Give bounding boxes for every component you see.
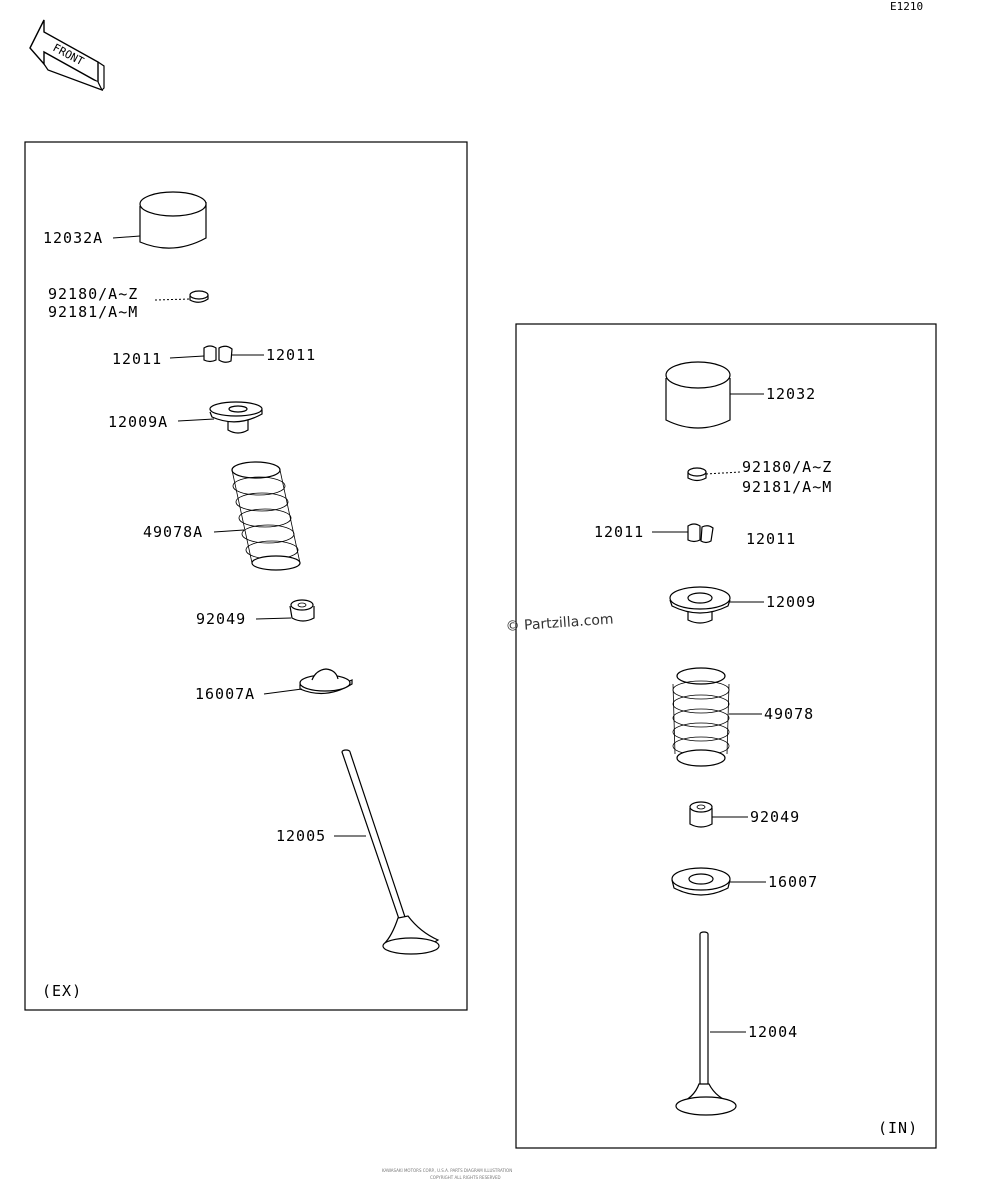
ex-valve-part: [341, 749, 440, 955]
in-tappet-label: 12032: [766, 385, 816, 403]
in-tag: (IN): [878, 1119, 918, 1137]
ex-shim-label-a: 92180/A~Z: [48, 285, 138, 303]
ex-seat-label: 16007A: [195, 685, 255, 703]
ex-shim-label-b: 92181/A~M: [48, 303, 138, 321]
ex-tappet-part: [139, 191, 207, 249]
in-shim-part: [687, 467, 707, 482]
in-spring-label: 49078: [764, 705, 814, 723]
ex-seal-part: [289, 599, 315, 622]
in-retainer-part: [669, 586, 731, 624]
ex-tag: (EX): [42, 982, 82, 1000]
ex-seal-label: 92049: [196, 610, 246, 628]
in-spring-part: [672, 667, 730, 767]
in-cotter-right-label: 12011: [746, 530, 796, 548]
in-shim-label-a: 92180/A~Z: [742, 458, 832, 476]
ex-retainer-label: 12009A: [108, 413, 168, 431]
in-shim-label-b: 92181/A~M: [742, 478, 832, 496]
in-cotter-left-label: 12011: [594, 523, 644, 541]
ex-shim-part: [189, 290, 209, 303]
ex-cotters-part: [203, 345, 233, 363]
in-valve-label: 12004: [748, 1023, 798, 1041]
ex-valve-label: 12005: [276, 827, 326, 845]
in-seal-part: [689, 801, 713, 828]
diagram-code: E1210: [890, 0, 923, 13]
in-seal-label: 92049: [750, 808, 800, 826]
ex-tappet-label: 12032A: [43, 229, 103, 247]
ex-cotter-right-label: 12011: [266, 346, 316, 364]
ex-spring-label: 49078A: [143, 523, 203, 541]
in-seat-label: 16007: [768, 873, 818, 891]
ex-seat-part: [299, 668, 353, 695]
in-valve-part: [675, 931, 737, 1116]
ex-retainer-part: [209, 401, 263, 434]
in-tappet-part: [665, 361, 731, 429]
in-cotters-part: [687, 523, 714, 544]
front-arrow-icon: FRONT: [29, 19, 105, 92]
intake-panel: 12032 92180/A~Z 92181/A~M 12011 12011 12…: [515, 323, 937, 1149]
in-seat-part: [671, 867, 731, 896]
footer-line-2: COPYRIGHT ALL RIGHTS RESERVED: [430, 1175, 501, 1180]
watermark-text: © Partzilla.com: [505, 611, 614, 634]
exhaust-panel: 12032A 92180/A~Z 92181/A~M 12011 12011 1…: [24, 141, 468, 1011]
in-retainer-label: 12009: [766, 593, 816, 611]
footer-line-1: KAWASAKI MOTORS CORP., U.S.A. PARTS DIAG…: [382, 1168, 512, 1173]
ex-spring-part: [231, 461, 301, 571]
ex-cotter-left-label: 12011: [112, 350, 162, 368]
